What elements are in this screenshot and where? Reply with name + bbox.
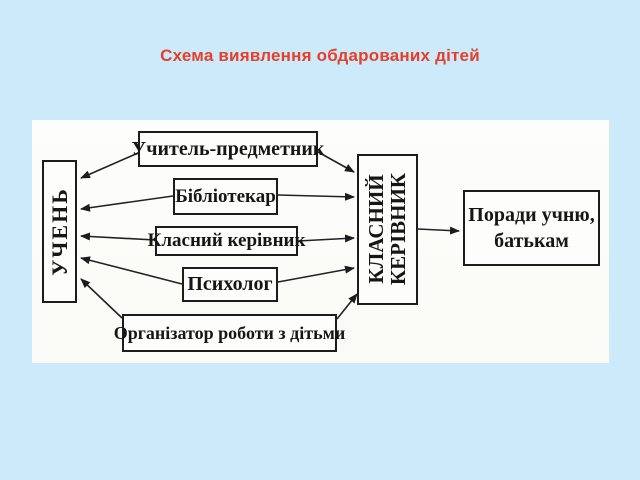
diagram-panel: УЧЕНЬ Учитель-предметник Бібліотекар Кла… (32, 120, 609, 363)
node-coordinator: КЛАСНИЙ КЕРІВНИК (357, 154, 418, 305)
node-subject-teacher-label: Учитель-предметник (131, 137, 325, 160)
arrow-classteacher-to-student (80, 232, 156, 241)
node-subject-teacher: Учитель-предметник (132, 131, 324, 167)
node-librarian-label: Бібліотекар (175, 185, 276, 207)
node-class-teacher-label: Класний керівник (147, 230, 306, 251)
node-advice-line2: батькам (494, 230, 569, 252)
arrow-classteacher-to-coordinator (297, 234, 355, 243)
node-coordinator-line1: КЛАСНИЙ (364, 174, 389, 285)
node-psychologist-label: Психолог (187, 273, 273, 295)
arrow-psychologist-to-coordinator (277, 265, 355, 283)
node-organizer-label: Організатор роботи з дітьми (113, 322, 346, 343)
arrow-librarian-to-coordinator (277, 192, 355, 201)
node-class-teacher: Класний керівник (148, 226, 305, 256)
arrow-organizer-to-coordinator (336, 293, 358, 320)
node-psychologist: Психолог (182, 267, 278, 302)
arrow-coordinator-to-advice (417, 226, 460, 235)
arrow-teacher-to-coordinator (317, 151, 355, 173)
arrow-psychologist-to-student (80, 256, 183, 285)
node-coordinator-label: КЛАСНИЙ КЕРІВНИК (364, 173, 411, 286)
node-advice-label: Поради учню, батькам (468, 202, 594, 254)
node-student-label: УЧЕНЬ (46, 187, 72, 276)
diagram-arrows (80, 151, 460, 320)
node-advice: Поради учню, батькам (463, 190, 600, 266)
arrow-teacher-to-student (80, 152, 139, 179)
node-coordinator-line2: КЕРІВНИК (386, 173, 411, 286)
node-advice-line1: Поради учню, (468, 204, 595, 226)
arrow-librarian-to-student (80, 195, 174, 212)
node-organizer: Організатор роботи з дітьми (114, 314, 345, 352)
page-title: Схема виявлення обдарованих дітей (160, 46, 480, 65)
arrow-organizer-to-student (80, 278, 123, 319)
node-student: УЧЕНЬ (42, 160, 77, 303)
node-librarian: Бібліотекар (173, 178, 278, 215)
